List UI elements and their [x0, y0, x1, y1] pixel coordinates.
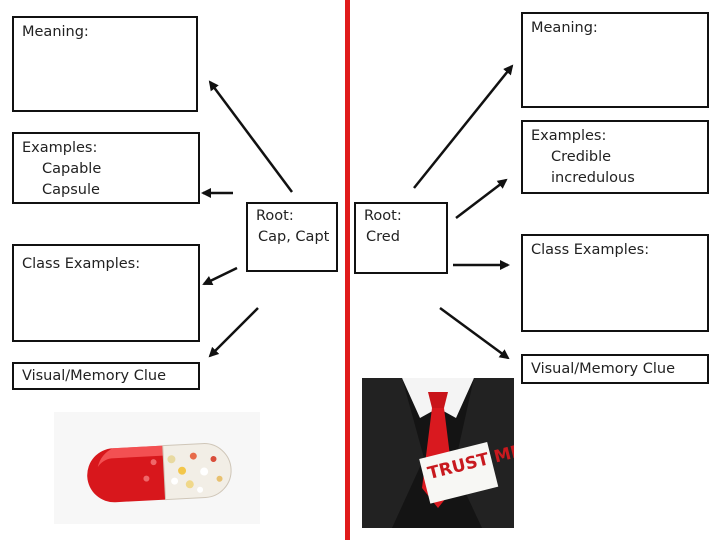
- right-meaning-label: Meaning:: [531, 20, 598, 36]
- left-meaning-box: Meaning:: [12, 16, 198, 112]
- left-visual-clue-label: Visual/Memory Clue: [22, 368, 167, 384]
- right-class-examples-label: Class Examples:: [531, 242, 650, 258]
- arrow-left-class: [202, 266, 238, 286]
- right-example-2: incredulous: [551, 170, 635, 186]
- right-visual-clue-label: Visual/Memory Clue: [531, 361, 676, 377]
- right-examples-box: Examples: Credible incredulous: [521, 120, 709, 194]
- center-divider: [345, 0, 350, 540]
- right-visual-clue-box: Visual/Memory Clue: [521, 354, 709, 384]
- trust-me-suit-image: TRUST ME!: [362, 378, 514, 528]
- arrow-right-visual: [439, 306, 510, 360]
- left-examples-box: Examples: Capable Capsule: [12, 132, 200, 204]
- left-root-label: Root:: [256, 208, 294, 224]
- right-examples-label: Examples:: [531, 128, 607, 144]
- arrow-right-examples: [455, 178, 508, 219]
- arrow-left-visual: [208, 307, 259, 358]
- left-meaning-label: Meaning:: [22, 24, 89, 40]
- left-root-value: Cap, Capt: [258, 229, 330, 245]
- left-example-1: Capable: [42, 161, 102, 177]
- left-example-2: Capsule: [42, 182, 100, 198]
- right-root-value: Cred: [366, 229, 400, 245]
- left-root-box: Root: Cap, Capt: [246, 202, 338, 272]
- right-root-label: Root:: [364, 208, 402, 224]
- right-example-1: Credible: [551, 149, 612, 165]
- left-examples-label: Examples:: [22, 140, 98, 156]
- left-class-examples-label: Class Examples:: [22, 256, 141, 272]
- capsule-pill-image: [54, 412, 260, 524]
- right-meaning-box: Meaning:: [521, 12, 709, 108]
- arrow-left-meaning: [208, 80, 294, 193]
- right-class-examples-box: Class Examples:: [521, 234, 709, 332]
- left-class-examples-box: Class Examples:: [12, 244, 200, 342]
- left-visual-clue-box: Visual/Memory Clue: [12, 362, 200, 390]
- arrow-right-meaning: [413, 64, 514, 189]
- right-root-box: Root: Cred: [354, 202, 448, 274]
